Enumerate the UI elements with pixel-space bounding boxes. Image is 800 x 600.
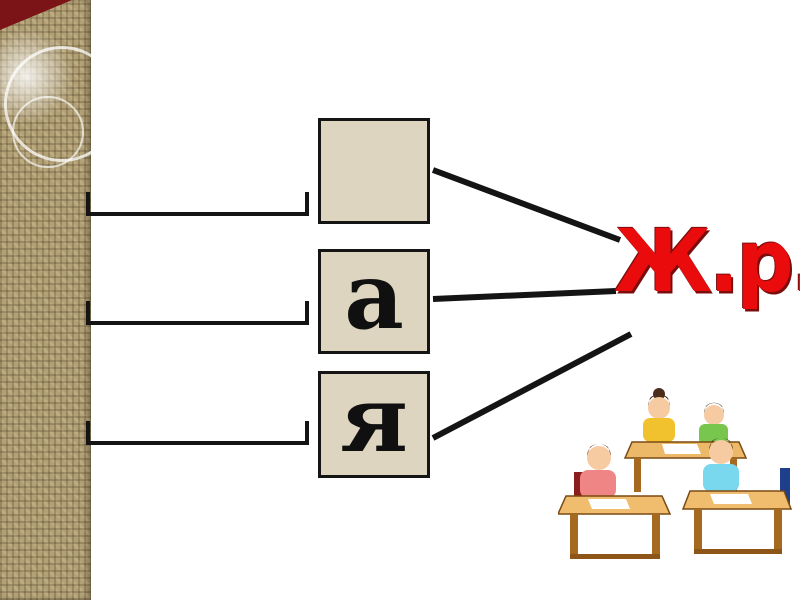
ending-box-ya-label: я (340, 364, 408, 473)
front-left-desk-group (558, 443, 672, 559)
ending-box-ya: я (318, 371, 430, 478)
connector-top (431, 167, 622, 243)
ending-box-null (318, 118, 430, 224)
blank-bracket-1 (86, 192, 309, 216)
blank-bracket-2 (86, 301, 309, 325)
blank-bracket-3 (86, 421, 309, 445)
ending-box-a-label: а (344, 241, 404, 350)
gender-label: Ж.р. (614, 211, 800, 312)
white-circle-ornament-small (12, 96, 84, 168)
connector-middle (432, 288, 617, 302)
front-right-desk-group (681, 437, 793, 554)
ending-box-a: а (318, 249, 430, 354)
students-at-desks-clipart (558, 388, 793, 559)
